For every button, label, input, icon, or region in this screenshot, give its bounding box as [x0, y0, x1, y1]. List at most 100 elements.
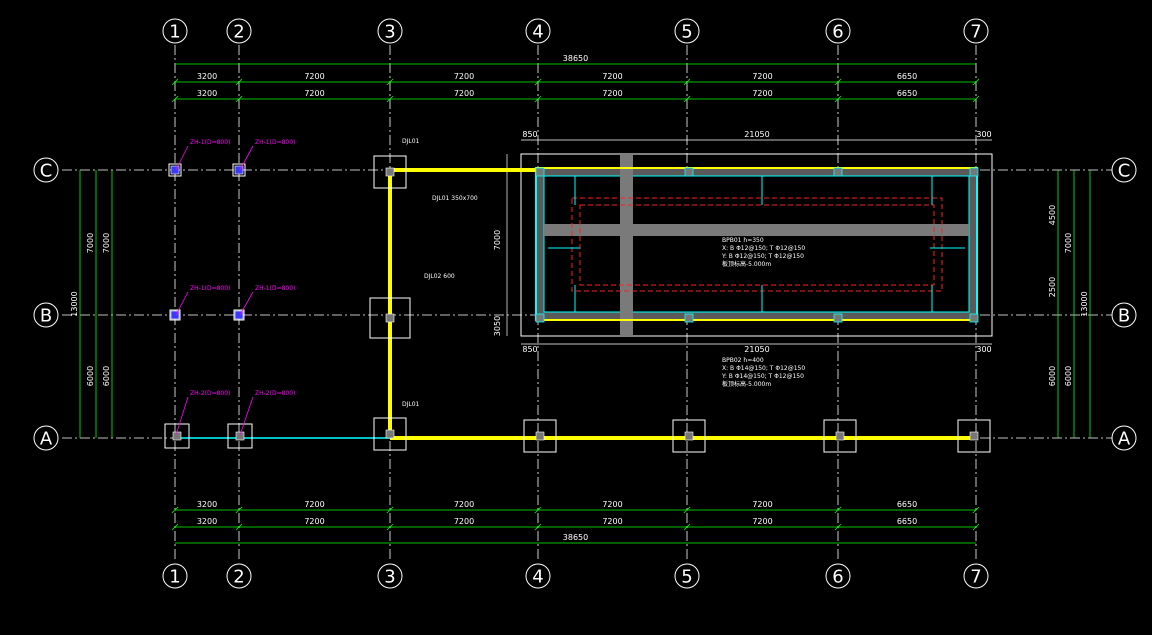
tag-b1: ZH-1(D=800)	[190, 285, 230, 292]
grid-bubble-circle	[377, 18, 403, 44]
pool-note-line-1: BPB01 h=350	[722, 237, 764, 244]
pile-cap-a5	[672, 419, 706, 453]
dim-top-row2-value: 7200	[752, 89, 772, 98]
pile-caps	[164, 155, 991, 453]
grid-bubble-label: C	[1118, 161, 1131, 182]
dim-bottom-row2-value: 7200	[752, 517, 772, 526]
grid-bubble-circle	[525, 563, 551, 589]
grid-bubble-circle	[963, 563, 989, 589]
dim-tick	[972, 506, 980, 514]
pile-column	[684, 431, 694, 441]
pile-cap-outline	[369, 297, 411, 339]
dim-bottom-row1-value: 6650	[897, 500, 917, 509]
dim-tick	[386, 506, 394, 514]
column-tags: ZH-1(D=800) ZH-1(D=800) ZH-1(D=800) ZH-1…	[175, 138, 478, 436]
tag-b2: ZH-1(D=800)	[255, 285, 295, 292]
pile-cap-b2	[233, 309, 245, 321]
grid-bubble-circle	[825, 18, 851, 44]
dimension-chains	[79, 63, 1091, 544]
grid-bubble-label: C	[40, 161, 53, 182]
pool-column-2	[833, 167, 843, 177]
grid-bubble-label: 1	[169, 567, 180, 588]
pool-lower-note-2: X: B Φ14@150; T Φ12@150	[722, 365, 805, 372]
dim-top-row2-value: 6650	[897, 89, 917, 98]
dim-top-row2-value: 7200	[602, 89, 622, 98]
dim-bottom-row1-value: 7200	[304, 500, 324, 509]
dim-tick	[834, 78, 842, 86]
dim-tick	[534, 95, 542, 103]
dim-top-row1-value: 6650	[897, 72, 917, 81]
grid-bubble-bottom-2: 2	[226, 563, 252, 589]
dim-right-inner-mid: 2500	[1048, 277, 1057, 297]
dim-tick	[534, 506, 542, 514]
pool-column-3	[969, 167, 979, 177]
grid-bubble-circle	[377, 563, 403, 589]
dim-left-mid-upper: 7000	[86, 233, 95, 253]
grid-bubble-circle	[1111, 425, 1137, 451]
grid-bubble-label: 5	[681, 567, 692, 588]
pile-column	[234, 310, 244, 320]
pool-red-dashed-outer	[571, 197, 943, 292]
dim-tick	[235, 78, 243, 86]
grid-bubble-circle	[33, 302, 59, 328]
pile-cap-outline	[373, 417, 407, 451]
grid-bubble-circle	[1111, 157, 1137, 183]
grid-bubble-right-C: C	[1111, 157, 1137, 183]
dim-tick	[972, 78, 980, 86]
pool-column-6	[833, 313, 843, 323]
pile-cap-outline	[164, 423, 190, 449]
pool-column-1	[684, 167, 694, 177]
pile-column	[385, 313, 395, 323]
pool-lower-note-3: Y: B Φ14@150; T Φ12@150	[721, 373, 804, 380]
grid-bubble-circle	[162, 18, 188, 44]
grid-bubble-bottom-4: 4	[525, 563, 551, 589]
grid-bubble-label: B	[1118, 306, 1130, 327]
pool-lower-note-1: BPB02 h=400	[722, 357, 764, 364]
dim-tick	[972, 523, 980, 531]
pile-cap-outline	[227, 423, 253, 449]
pile-cap-outline	[523, 419, 557, 453]
pool-note-line-3: Y: B Φ12@150; T Φ12@150	[721, 253, 804, 260]
pile-column	[235, 431, 245, 441]
grid-bubble-top-5: 5	[674, 18, 700, 44]
pool-top-right-dim: 300	[976, 130, 991, 139]
grid-bubble-label: A	[40, 429, 53, 450]
pool-column-5	[684, 313, 694, 323]
grid-bubble-label: 5	[681, 22, 692, 43]
pool-column-0	[535, 167, 545, 177]
pile-cap-a7	[957, 419, 991, 453]
pile-cap-outline	[823, 419, 857, 453]
pool-column-4	[535, 313, 545, 323]
dim-bottom-row2-value: 3200	[197, 517, 217, 526]
grid-bubble-label: 3	[384, 22, 395, 43]
dim-bottom-row2-value: 6650	[897, 517, 917, 526]
beam-tag-djl: DJL01	[402, 138, 420, 145]
beam-tag-djl-b: DJL02 600	[424, 273, 455, 280]
grid-bubble-circle	[674, 563, 700, 589]
dim-tick	[235, 523, 243, 531]
dim-top-row2-value: 7200	[304, 89, 324, 98]
pile-cap-outline	[672, 419, 706, 453]
grid-bubble-circle	[825, 563, 851, 589]
dim-tick	[171, 78, 179, 86]
pool-outer-outline	[520, 153, 993, 337]
dim-tick	[386, 523, 394, 531]
pile-cap-outline	[168, 163, 182, 177]
pile-column	[170, 165, 180, 175]
dim-bottom-row1-value: 3200	[197, 500, 217, 509]
dim-bottom-row2-value: 7200	[602, 517, 622, 526]
dim-right-mid-upper: 7000	[1064, 233, 1073, 253]
grid-bubble-label: 3	[384, 567, 395, 588]
tag-c2: ZH-1(D=800)	[255, 139, 295, 146]
pile-cap-outline	[373, 155, 407, 189]
grid-bubble-left-B: B	[33, 302, 59, 328]
dim-tick	[834, 506, 842, 514]
ground-beams	[175, 168, 975, 440]
pile-cap-b3	[369, 297, 411, 339]
pile-cap-a3	[373, 417, 407, 451]
grid-bubble-label: 2	[233, 567, 244, 588]
grid-bubble-label: 2	[233, 22, 244, 43]
grid-bubble-circle	[674, 18, 700, 44]
dim-tick	[683, 506, 691, 514]
grid-bubble-left-C: C	[33, 157, 59, 183]
